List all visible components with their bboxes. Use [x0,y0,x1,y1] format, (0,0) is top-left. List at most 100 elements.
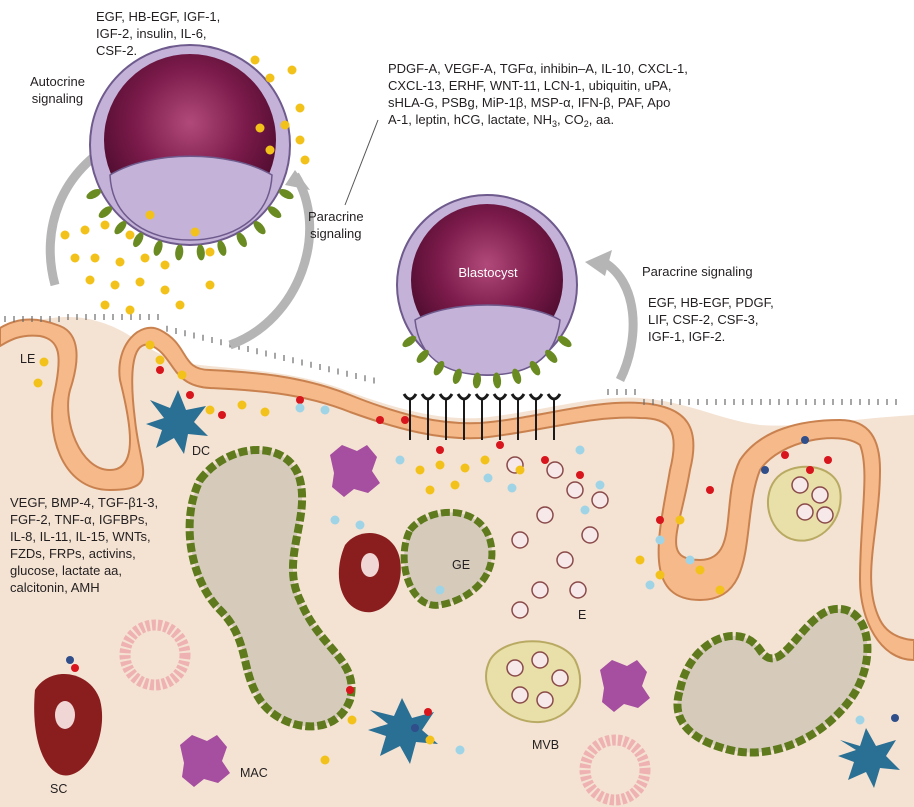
exosome [567,482,583,498]
yellow-molecule [301,156,310,165]
mvb-exosome [552,670,568,686]
blue-molecule [456,746,465,755]
paracrine-right-arrow [600,260,633,380]
yellow-molecule [716,586,725,595]
red-molecule [71,664,79,672]
yellow-molecule [156,356,165,365]
autocrine-label: Autocrine signaling [30,73,85,107]
yellow-molecule [34,379,43,388]
secreted-last-before: A-1, leptin, hCG, lactate, NH [388,112,552,127]
receptor-head [404,394,416,399]
autocrine-factors-line-3: CSF-2. [96,42,220,59]
red-molecule [156,366,164,374]
autocrine-label-line-2: signaling [30,90,85,107]
yellow-molecule [656,571,665,580]
receptor-head [422,394,434,399]
yellow-molecule [61,231,70,240]
paracrine-right-factors-line-3: IGF-1, IGF-2. [648,328,774,345]
exosome [592,492,608,508]
paracrine-right-factors-line-1: EGF, HB-EGF, PDGF, [648,294,774,311]
yellow-molecule [256,124,265,133]
blue-molecule [596,481,605,490]
paracrine-right-arrowhead [585,250,612,276]
blue-molecule [646,581,655,590]
red-molecule [401,416,409,424]
label-mvb: MVB [532,738,559,752]
yellow-molecule [481,456,490,465]
blue-molecule [396,456,405,465]
secreted-factors-line-2: CXCL-13, ERHF, WNT-11, LCN-1, ubiquitin,… [388,77,688,94]
yellow-molecule [461,464,470,473]
paracrine-right-factors-line-2: LIF, CSF-2, CSF-3, [648,311,774,328]
yellow-molecule [261,408,270,417]
blastocyst-left [90,45,290,245]
paracrine-left-arrowhead [285,170,310,190]
ligand [174,244,184,261]
exosome [547,462,563,478]
blue-molecule [856,716,865,725]
yellow-molecule [251,56,260,65]
yellow-molecule [266,74,275,83]
stromal-factors-line-2: FGF-2, TNF-α, IGFBPs, [10,511,158,528]
yellow-molecule [416,466,425,475]
yellow-molecule [206,281,215,290]
blue-molecule [484,474,493,483]
exosome [582,527,598,543]
label-sc: SC [50,782,67,796]
mvb-exosome [797,504,813,520]
yellow-molecule [141,254,150,263]
red-molecule [186,391,194,399]
mvb-exosome [532,652,548,668]
stromal-cell-nucleus [55,701,75,729]
receptors [404,394,560,440]
yellow-molecule [111,281,120,290]
red-molecule [541,456,549,464]
yellow-molecule [288,66,297,75]
secreted-factors-line-4: A-1, leptin, hCG, lactate, NH3, CO2, aa. [388,111,688,133]
blue-molecule [581,506,590,515]
yellow-molecule [426,736,435,745]
mvb-exosome [792,477,808,493]
yellow-molecule [126,231,135,240]
ligand [196,244,206,261]
red-molecule [218,411,226,419]
red-molecule [346,686,354,694]
stromal-cell-2-nucleus [361,553,379,577]
yellow-molecule [206,406,215,415]
blue-molecule [576,446,585,455]
stromal-factors-line-1: VEGF, BMP-4, TGF-β1-3, [10,494,158,511]
stromal-factors: VEGF, BMP-4, TGF-β1-3, FGF-2, TNF-α, IGF… [10,494,158,596]
blue-molecule [436,586,445,595]
red-molecule [576,471,584,479]
exosome [537,507,553,523]
yellow-molecule [86,276,95,285]
red-molecule [296,396,304,404]
yellow-molecule [696,566,705,575]
blue-molecule [656,536,665,545]
yellow-molecule [146,211,155,220]
secreted-factors-pointer [345,120,378,205]
yellow-molecule [81,226,90,235]
yellow-molecule [348,716,357,725]
yellow-molecule [146,341,155,350]
secreted-factors-line-1: PDGF-A, VEGF-A, TGFα, inhibin–A, IL-10, … [388,60,688,77]
yellow-molecule [296,136,305,145]
yellow-molecule [178,371,187,380]
exosome [532,582,548,598]
red-molecule [436,446,444,454]
receptor-head [476,394,488,399]
navy-molecule [891,714,899,722]
blue-molecule [321,406,330,415]
navy-molecule [761,466,769,474]
stromal-factors-line-3: IL-8, IL-11, IL-15, WNTs, [10,528,158,545]
paracrine-left-label-line-1: Paracrine [308,208,364,225]
yellow-molecule [101,221,110,230]
red-molecule [706,486,714,494]
secreted-factors: PDGF-A, VEGF-A, TGFα, inhibin–A, IL-10, … [388,60,688,133]
autocrine-label-line-1: Autocrine [30,73,85,90]
receptor-head [512,394,524,399]
yellow-molecule [296,104,305,113]
red-molecule [376,416,384,424]
yellow-molecule [40,358,49,367]
yellow-molecule [206,248,215,257]
